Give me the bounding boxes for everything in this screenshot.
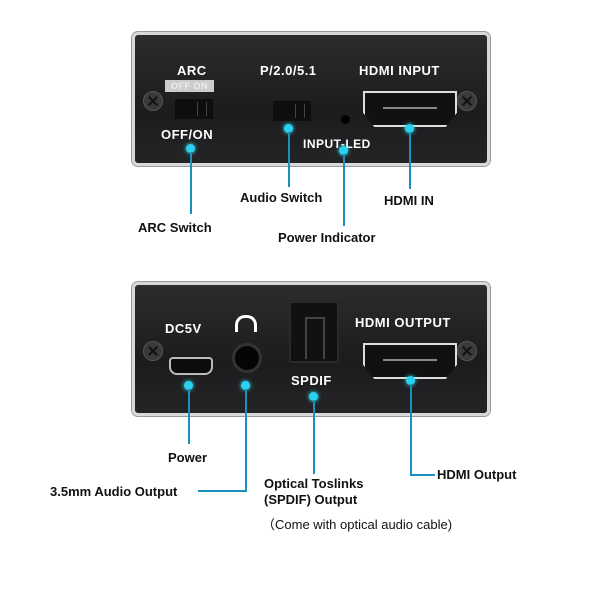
audio-jack [232,343,262,373]
power-indicator-callout: Power Indicator [278,230,376,245]
leader-line [410,474,435,476]
arc-switch-callout: ARC Switch [138,220,212,235]
callout-dot [184,381,193,390]
input-led-label: INPUT-LED [303,137,371,151]
leader-line [198,490,247,492]
pcm-label: P/2.0/5.1 [260,63,317,78]
screw-icon [143,91,163,111]
top-panel: ARC OFF ON OFF/ON P/2.0/5.1 INPUT-LED HD… [132,32,490,166]
hdmi-output-callout: HDMI Output [437,467,517,482]
hdmi-output-port [363,343,457,379]
micro-usb-port [169,357,213,375]
input-led [341,115,350,124]
leader-line [409,132,411,189]
hdmi-input-label: HDMI INPUT [359,63,440,78]
screw-icon [143,341,163,361]
audio-switch-callout: Audio Switch [240,190,323,205]
callout-dot [339,146,348,155]
audio-output-callout: 3.5mm Audio Output [50,484,178,499]
spdif-label: SPDIF [291,373,332,388]
callout-dot [309,392,318,401]
screw-icon [457,91,477,111]
headphones-icon [235,315,257,332]
hdmi-in-callout: HDMI IN [384,193,434,208]
power-callout: Power [168,450,208,465]
audio-switch[interactable] [273,101,311,121]
hdmi-output-label: HDMI OUTPUT [355,315,451,330]
arc-switch[interactable] [175,99,213,119]
leader-line [245,389,247,491]
dc5v-label: DC5V [165,321,202,336]
optical-cable-caption: （Come with optical audio cable) [262,517,453,532]
callout-dot [186,144,195,153]
callout-dot [406,376,415,385]
callout-dot [405,124,414,133]
leader-line [313,400,315,474]
arc-label: ARC [177,63,207,78]
leader-line [410,384,412,476]
leader-line [190,152,192,214]
screw-icon [457,341,477,361]
optical-callout-line2: (SPDIF) Output [264,492,358,507]
callout-dot [241,381,250,390]
leader-line [188,389,190,444]
off-on-label: OFF/ON [161,127,214,142]
hdmi-input-port [363,91,457,127]
optical-callout-line1: Optical Toslinks [264,476,364,491]
leader-line [288,132,290,187]
leader-line [343,154,345,226]
optical-port [289,301,339,363]
arc-sub-label: OFF ON [165,80,214,92]
callout-dot [284,124,293,133]
